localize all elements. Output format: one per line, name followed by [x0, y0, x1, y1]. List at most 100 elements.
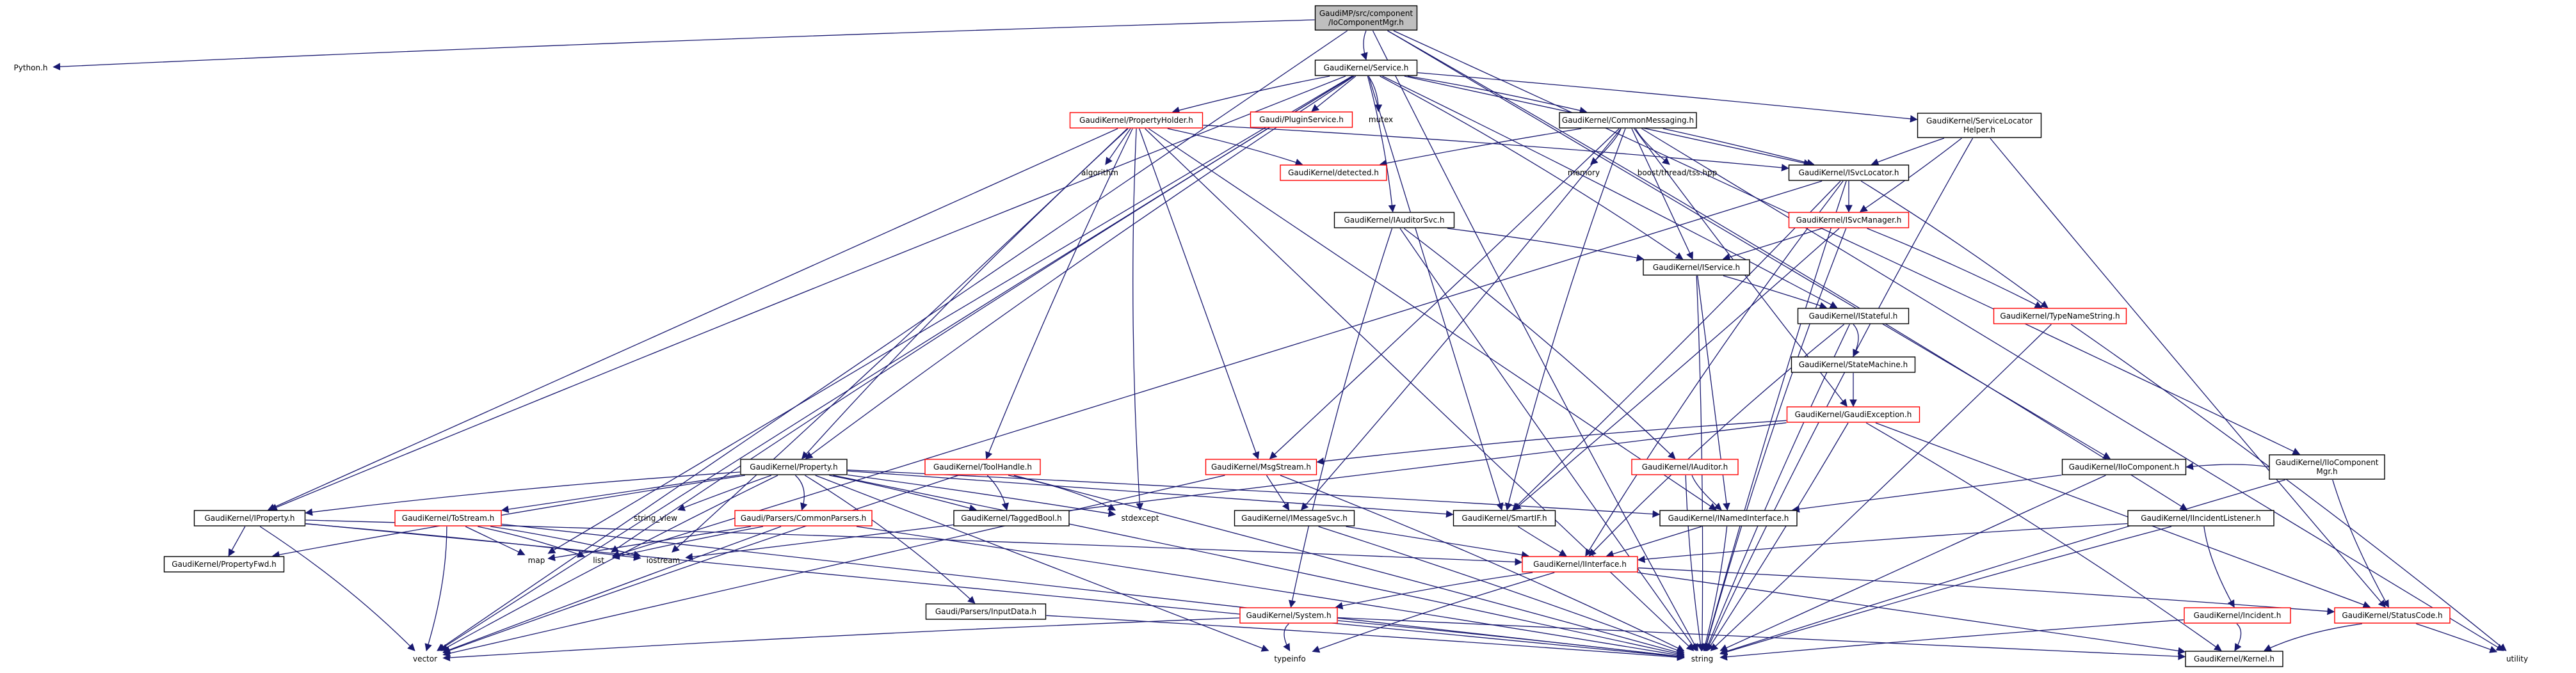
- edge-system-to-typeinfo: [1283, 623, 1291, 652]
- node-label: vector: [413, 654, 437, 663]
- edge-propholder-to-toolhandle: [985, 128, 1133, 460]
- edge-isvclocator-to-string: [1703, 180, 1847, 652]
- edge-property-to-typeinfo: [815, 475, 1269, 652]
- node-label: map: [528, 556, 545, 565]
- edge-service-to-property: [805, 75, 1355, 459]
- edge-statuscode-to-kernel: [2264, 623, 2362, 651]
- node-iinterface[interactable]: GaudiKernel/IInterface.h: [1522, 556, 1638, 573]
- edge-gaudiexception-to-msgstream: [1316, 420, 1787, 465]
- edge-commonmsg-to-msgstream: [1269, 128, 1620, 459]
- node-iiocomponent[interactable]: GaudiKernel/IIoComponent.h: [2061, 459, 2187, 475]
- edge-isvclocator-to-list: [611, 180, 1823, 558]
- node-box: [740, 459, 848, 475]
- edge-root-to-string: [1372, 30, 1698, 652]
- node-mutex: mutex: [1369, 115, 1393, 124]
- node-label: GaudiKernel/ToStream.h: [402, 514, 494, 523]
- node-kernel[interactable]: GaudiKernel/Kernel.h: [2185, 651, 2283, 667]
- node-algorithm: algorithm: [1081, 168, 1118, 177]
- node-label: GaudiKernel/IStateful.h: [1809, 312, 1898, 321]
- edge-istateful-to-iinterface: [1588, 324, 1845, 557]
- node-commonparsers[interactable]: Gaudi/Parsers/CommonParsers.h: [734, 510, 873, 527]
- node-iauditorsvc[interactable]: GaudiKernel/IAuditorSvc.h: [1333, 212, 1455, 228]
- node-taggedbool[interactable]: GaudiKernel/TaggedBool.h: [953, 510, 1070, 527]
- node-iservice[interactable]: GaudiKernel/IService.h: [1643, 259, 1750, 276]
- node-tostream[interactable]: GaudiKernel/ToStream.h: [394, 510, 502, 527]
- node-statuscode[interactable]: GaudiKernel/StatusCode.h: [2334, 607, 2451, 624]
- edge-service-to-commonmsg: [1407, 75, 1588, 115]
- node-utility: utility: [2506, 654, 2528, 663]
- edge-typenamestring-to-utility: [2070, 324, 2507, 651]
- edge-propholder-to-detected: [1167, 128, 1303, 166]
- node-label: string: [1691, 654, 1713, 663]
- edge-tostream-to-vector: [424, 526, 447, 652]
- node-service[interactable]: GaudiKernel/Service.h: [1314, 59, 1418, 76]
- node-box: [953, 510, 1070, 527]
- node-label: GaudiKernel/TaggedBool.h: [961, 514, 1062, 523]
- node-isvcmanager[interactable]: GaudiKernel/ISvcManager.h: [1788, 212, 1910, 228]
- node-label: GaudiKernel/Incident.h: [2194, 611, 2282, 620]
- edge-gaudiexception-to-string: [1707, 422, 1849, 651]
- node-label: GaudiKernel/IAuditorSvc.h: [1344, 216, 1445, 225]
- node-label: string_view: [634, 514, 677, 523]
- node-property[interactable]: GaudiKernel/Property.h: [740, 459, 848, 475]
- edge-iauditorsvc-to-iservice: [1447, 228, 1645, 262]
- node-gaudiexception[interactable]: GaudiKernel/GaudiException.h: [1786, 406, 1920, 423]
- node-smartif[interactable]: GaudiKernel/SmartIF.h: [1453, 510, 1556, 527]
- node-label: GaudiKernel/ISvcManager.h: [1796, 216, 1902, 225]
- node-pluginsvc[interactable]: Gaudi/PluginService.h: [1250, 111, 1353, 128]
- node-box: [1280, 164, 1387, 181]
- edge-toolhandle-to-string: [1013, 475, 1685, 656]
- node-label: boost/thread/tss.hpp: [1638, 168, 1718, 177]
- edge-property-to-commonparsers: [794, 475, 808, 511]
- node-box: [2185, 651, 2283, 667]
- edge-iauditor-to-inamedinterface: [1691, 475, 1722, 511]
- node-root[interactable]: GaudiMP/src/component/IoComponentMgr.h: [1314, 5, 1418, 31]
- edge-iauditor-to-string: [1685, 475, 1705, 652]
- node-incident[interactable]: GaudiKernel/Incident.h: [2184, 607, 2291, 624]
- node-box: [1333, 212, 1455, 228]
- node-isvclocator[interactable]: GaudiKernel/ISvcLocator.h: [1788, 164, 1910, 181]
- node-commonmsg[interactable]: GaudiKernel/CommonMessaging.h: [1559, 112, 1697, 129]
- edge-property-to-propertyfwd: [271, 475, 746, 558]
- node-inputdata[interactable]: Gaudi/Parsers/InputData.h: [925, 603, 1047, 620]
- edge-root-to-iincidentlistener: [1387, 30, 2188, 511]
- node-box: [1234, 510, 1355, 527]
- node-istateful[interactable]: GaudiKernel/IStateful.h: [1797, 308, 1910, 324]
- node-label: GaudiKernel/CommonMessaging.h: [1562, 116, 1694, 125]
- node-msgstream[interactable]: GaudiKernel/MsgStream.h: [1205, 459, 1317, 475]
- edge-system-to-string: [1337, 620, 1685, 660]
- node-label: GaudiKernel/IProperty.h: [205, 514, 295, 523]
- node-box: [193, 510, 306, 527]
- edge-commonmsg-to-iservice: [1631, 128, 1693, 260]
- node-iproperty[interactable]: GaudiKernel/IProperty.h: [193, 510, 306, 527]
- edge-svclocator_helper-to-statuscode: [1990, 138, 2386, 608]
- node-imessagesvc[interactable]: GaudiKernel/IMessageSvc.h: [1234, 510, 1355, 527]
- node-box: [1314, 59, 1418, 76]
- edge-iproperty-to-propertyfwd: [228, 526, 246, 557]
- node-iincidentlistener[interactable]: GaudiKernel/IIncidentListener.h: [2127, 510, 2274, 527]
- node-label: utility: [2506, 654, 2528, 663]
- node-detected[interactable]: GaudiKernel/detected.h: [1280, 164, 1387, 181]
- node-label: GaudiKernel/IService.h: [1653, 263, 1740, 272]
- node-inamedinterface[interactable]: GaudiKernel/INamedInterface.h: [1659, 510, 1798, 527]
- node-system[interactable]: GaudiKernel/System.h: [1239, 607, 1338, 624]
- edge-iiocomponent-to-string: [1719, 475, 2106, 651]
- node-label: GaudiMP/src/component: [1319, 9, 1413, 18]
- node-statemachine[interactable]: GaudiKernel/StateMachine.h: [1791, 356, 1916, 373]
- edge-isvcmanager-to-iservice: [1722, 228, 1823, 261]
- edge-tostream-to-map: [465, 526, 526, 555]
- node-toolhandle[interactable]: GaudiKernel/ToolHandle.h: [924, 459, 1041, 475]
- edge-iservice-to-istateful: [1723, 275, 1828, 310]
- edge-propholder-to-inamedinterface: [1148, 128, 1717, 511]
- node-list: list: [593, 556, 604, 565]
- edge-commonmsg-to-boostthread: [1635, 128, 1670, 165]
- node-iauditor[interactable]: GaudiKernel/IAuditor.h: [1631, 459, 1739, 475]
- edge-gaudiexception-to-statuscode: [1875, 422, 2371, 608]
- edge-iincidentlistener-to-incident: [2203, 526, 2235, 608]
- node-label: GaudiKernel/IIoComponent: [2275, 458, 2378, 467]
- node-propertyfwd[interactable]: GaudiKernel/PropertyFwd.h: [163, 556, 285, 573]
- node-typenamestring[interactable]: GaudiKernel/TypeNameString.h: [1993, 308, 2127, 324]
- node-propholder[interactable]: GaudiKernel/PropertyHolder.h: [1069, 112, 1203, 129]
